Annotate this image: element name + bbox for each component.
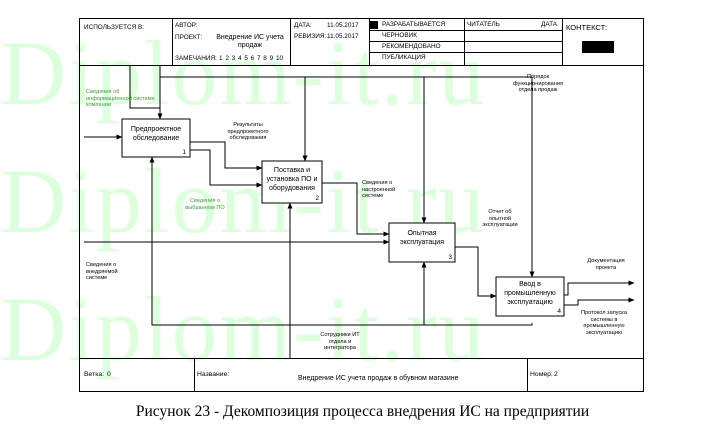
author-label: АВТОР: xyxy=(175,22,198,29)
activity-number-4: 4 xyxy=(557,308,561,315)
title-label: Название: xyxy=(197,371,230,378)
arrow-survey-results xyxy=(190,141,263,171)
arrow-sales-procedure xyxy=(424,76,535,278)
status-recommended: РЕКОМЕНДОВАНО xyxy=(382,43,441,50)
used-at-label: ИСПОЛЬЗУЕТСЯ В: xyxy=(84,24,145,31)
label-trial-report: Отчет об опытной эксплуатации xyxy=(482,209,518,229)
label-chosen-software: Сведения о выбранном ПО xyxy=(185,198,225,211)
arrow-survey-to-install xyxy=(190,149,263,188)
context-block xyxy=(582,41,614,53)
revision-label: РЕВИЗИЯ: xyxy=(294,33,327,40)
label-info-systems: Сведения об информационной системе компа… xyxy=(86,89,155,109)
diagram-header: ИСПОЛЬЗУЕТСЯ В: АВТОР: ПРОЕКТ: Внедрение… xyxy=(80,19,643,66)
activity-number-3: 3 xyxy=(448,254,452,261)
label-implemented-system: Сведения о внедряемой системе xyxy=(86,262,118,282)
activity-box-2 xyxy=(261,160,323,204)
activity-box-3 xyxy=(388,222,456,263)
project-label: ПРОЕКТ: xyxy=(175,34,203,41)
status-developing: РАЗРАБАТЫВАЕТСЯ xyxy=(382,21,446,28)
node-value: 0 xyxy=(107,371,111,378)
date-label: ДАТА: xyxy=(294,22,312,29)
idef0-frame: ИСПОЛЬЗУЕТСЯ В: АВТОР: ПРОЕКТ: Внедрение… xyxy=(79,18,644,392)
status-draft: ЧЕРНОВИК xyxy=(382,32,417,39)
label-configured-system: Сведения о настроенной системе xyxy=(362,180,396,200)
arrow-configured-system xyxy=(322,182,390,237)
number-label: Номер: xyxy=(530,371,553,378)
label-sales-procedure: Порядок функционирования отдела продаж xyxy=(512,74,563,94)
activity-label-4: Ввод в промышленную эксплуатацию xyxy=(504,281,556,306)
project-name: Внедрение ИС учета продаж xyxy=(216,34,284,49)
notes-numbers: 1 2 3 4 5 6 7 8 9 10 xyxy=(219,55,284,62)
activity-number-2: 2 xyxy=(315,195,319,202)
date-value: 11.05.2017 xyxy=(327,22,359,29)
revision-value: 11.05.2017 xyxy=(327,33,359,40)
activity-box-1 xyxy=(121,118,191,158)
label-staff: Сотрудники ИТ отдела и интегратора xyxy=(320,332,360,352)
context-label: КОНТЕКСТ: xyxy=(566,23,608,32)
reader-date-label: ДАТА xyxy=(541,21,558,28)
notes-label: ЗАМЕЧАНИЯ: xyxy=(175,55,217,62)
number-value: 2 xyxy=(554,371,558,378)
arrow-launch-protocol xyxy=(564,297,635,306)
activity-label-3: Опытная эксплуатация xyxy=(400,230,444,246)
label-project-docs: Документация проекта xyxy=(587,258,625,271)
label-launch-protocol: Протокол запуска системы в промышленную … xyxy=(581,310,627,336)
activity-box-4 xyxy=(495,276,565,317)
reader-label: ЧИТАТЕЛЬ xyxy=(467,21,500,28)
status-marker xyxy=(370,21,378,29)
arrow-project-docs xyxy=(564,280,635,296)
arrow-trial-report xyxy=(455,246,497,299)
node-label: Ветка: xyxy=(84,371,104,378)
status-publication: ПУБЛИКАЦИЯ xyxy=(382,54,426,61)
activity-label-2: Поставка и установка ПО и оборудования xyxy=(266,167,318,192)
arrow-control-3 xyxy=(305,76,427,224)
figure-caption: Рисунок 23 - Декомпозиция процесса внедр… xyxy=(135,403,590,420)
activity-label-1: Предпроектное обследование xyxy=(130,126,182,142)
activity-number-1: 1 xyxy=(182,149,186,156)
diagram-footer: Ветка: 0 Название: Внедрение ИС учета пр… xyxy=(80,358,643,391)
diagram-title: Внедрение ИС учета продаж в обувном мага… xyxy=(298,375,459,382)
arrow-feedback xyxy=(149,156,533,326)
label-survey-results: Результаты предпроектного обследования xyxy=(227,122,269,142)
